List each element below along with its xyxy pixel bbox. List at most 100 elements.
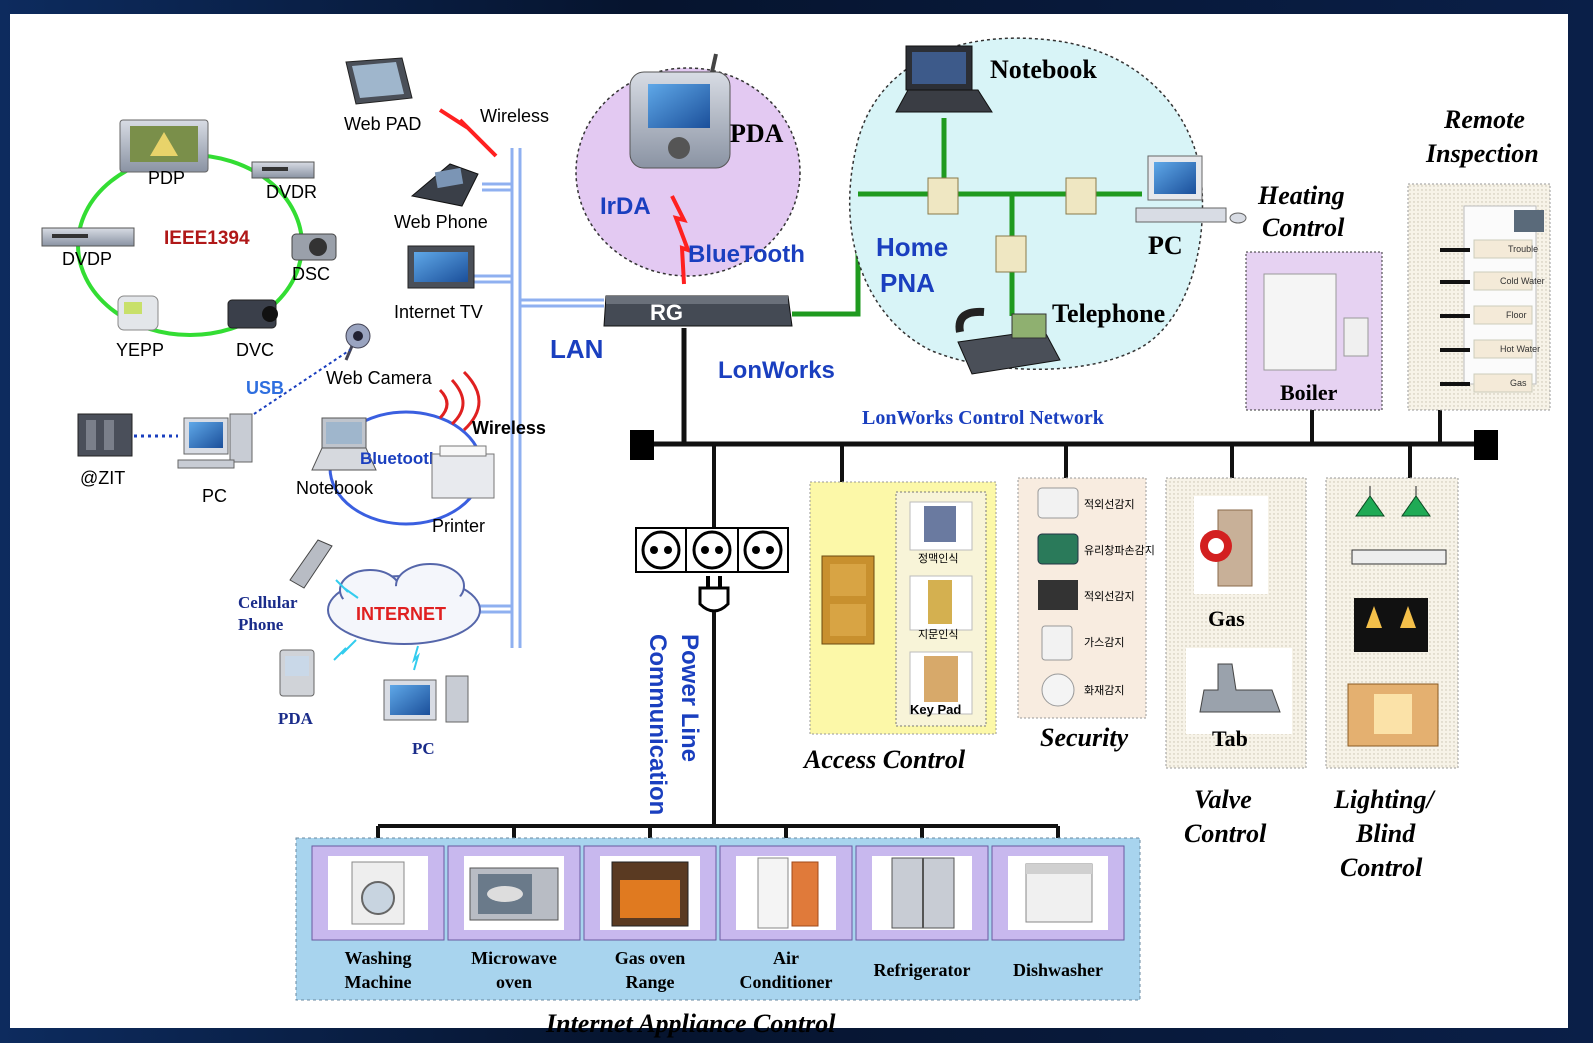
security-item-5: 화재감지 (1084, 684, 1124, 697)
appliance-4-line2: Conditioner (739, 972, 832, 992)
label-gas: Gas (1208, 606, 1245, 631)
tab-faucet-icon (1186, 648, 1292, 734)
label-ieee1394: IEEE1394 (164, 228, 250, 249)
refrigerator-icon (891, 857, 955, 929)
yepp-icon (117, 295, 159, 331)
appliance-3-line1: Gas oven (615, 948, 686, 968)
label-pna: PNA (880, 268, 935, 298)
appliance-3-line2: Range (626, 972, 675, 992)
security-item-2: 유리창파손감지 (1084, 544, 1155, 557)
label-internet-appliance-control: Internet Appliance Control (545, 1009, 836, 1038)
pdp-icon (119, 119, 209, 173)
power-plug-icon (698, 576, 730, 613)
label-wireless-1: Wireless (480, 106, 549, 126)
label-lonworks-network: LonWorks Control Network (862, 407, 1105, 429)
remote-taps (1440, 248, 1470, 386)
label-access-control: Access Control (802, 745, 966, 774)
security-item-4: 가스감지 (1084, 636, 1124, 649)
label-lighting-3: Control (1340, 853, 1423, 882)
appliance-labels: Washing Machine Microwave oven Gas oven … (344, 948, 1103, 992)
label-home: Home (876, 232, 948, 262)
lan-bus (470, 148, 604, 648)
pc2-icon (383, 675, 469, 723)
bus-terminator-right (1474, 430, 1498, 460)
label-printer: Printer (432, 516, 485, 536)
label-cellular-phone-2: Phone (238, 615, 284, 634)
appliance-1-line1: Washing (344, 948, 411, 968)
label-dvdr: DVDR (266, 182, 317, 202)
label-cellular-phone-1: Cellular (238, 593, 298, 612)
label-internet-tv: Internet TV (394, 302, 483, 322)
notebook-pna-icon (895, 45, 993, 113)
label-lighting-2: Blind (1355, 819, 1416, 848)
security-item-labels: 적외선감지 유리창파손감지 적외선감지 가스감지 화재감지 (1084, 498, 1155, 697)
appliance-4-line1: Air (773, 948, 799, 968)
label-boiler: Boiler (1280, 380, 1338, 405)
security-item-1: 적외선감지 (1084, 498, 1135, 511)
label-pc2: PC (412, 739, 435, 758)
label-notebook: Notebook (296, 478, 374, 498)
label-lan: LAN (550, 334, 603, 364)
power-outlet-icons (635, 527, 789, 573)
label-tab: Tab (1212, 726, 1248, 751)
fluorescent-light-icon (1351, 549, 1447, 565)
label-dvc: DVC (236, 340, 274, 360)
dvc-icon (227, 299, 278, 329)
home-pna-bubble (848, 37, 1204, 371)
pda-device-icon (629, 53, 731, 169)
access-item-vein: 정맥인식 (918, 552, 958, 565)
appliance-2-line1: Microwave (471, 948, 557, 968)
internet-tv-icon (407, 245, 475, 289)
microwave-oven-icon (469, 867, 559, 921)
label-heating-1: Heating (1257, 181, 1345, 210)
label-communication: Communication (644, 634, 671, 815)
notebook-icon (311, 417, 377, 471)
label-zit: @ZIT (80, 468, 125, 488)
label-dvdp: DVDP (62, 249, 112, 269)
label-pc: PC (202, 486, 227, 506)
label-telephone: Telephone (1052, 299, 1165, 328)
label-web-pad: Web PAD (344, 114, 421, 134)
remote-item-gas: Gas (1510, 378, 1527, 388)
printer-icon (431, 445, 495, 499)
appliance-1-line2: Machine (345, 972, 412, 992)
irda-bolt-icon (670, 195, 692, 285)
pna-jack-icons (927, 177, 1097, 273)
internet-cloud-icon (327, 563, 481, 645)
appliance-2-line2: oven (496, 972, 532, 992)
air-conditioner-icon (757, 857, 819, 929)
gas-oven-range-icon (611, 861, 689, 927)
label-lighting-1: Lighting/ (1333, 785, 1436, 814)
appliance-5-line1: Refrigerator (874, 960, 971, 980)
wireless-bolt-icon (438, 108, 498, 158)
remote-item-hot-water: Hot Water (1500, 344, 1540, 354)
dvdp-icon (41, 227, 135, 247)
label-notebook-pna: Notebook (990, 55, 1097, 84)
label-pda-gateway: PDA (730, 119, 784, 148)
label-remote-2: Inspection (1425, 139, 1539, 168)
label-heating-2: Control (1262, 213, 1345, 242)
pda-small-icon (279, 649, 315, 697)
remote-item-trouble: Trouble (1508, 244, 1538, 254)
gas-valve-icon (1194, 496, 1268, 594)
label-power-line: Power Line (676, 634, 703, 762)
dvdr-icon (251, 161, 315, 179)
appliance-6-line1: Dishwasher (1013, 960, 1103, 980)
label-usb: USB (246, 378, 284, 398)
label-bluetooth: Bluetooth (360, 449, 439, 468)
pc-pna-icon (1135, 155, 1247, 224)
bus-terminator-left (630, 430, 654, 460)
label-rg: RG (650, 300, 683, 325)
remote-item-cold-water: Cold Water (1500, 276, 1545, 286)
usb-link (253, 349, 351, 415)
label-bluetooth-gateway: BlueTooth (688, 241, 805, 268)
web-camera-icon (344, 323, 371, 361)
label-pda-left: PDA (278, 709, 314, 728)
label-pc-pna: PC (1148, 231, 1183, 260)
access-device-icons (909, 501, 973, 715)
security-item-3: 적외선감지 (1084, 590, 1135, 603)
wall-lamp-icon (1354, 598, 1428, 652)
label-pdp: PDP (148, 168, 185, 188)
label-security: Security (1040, 723, 1129, 752)
